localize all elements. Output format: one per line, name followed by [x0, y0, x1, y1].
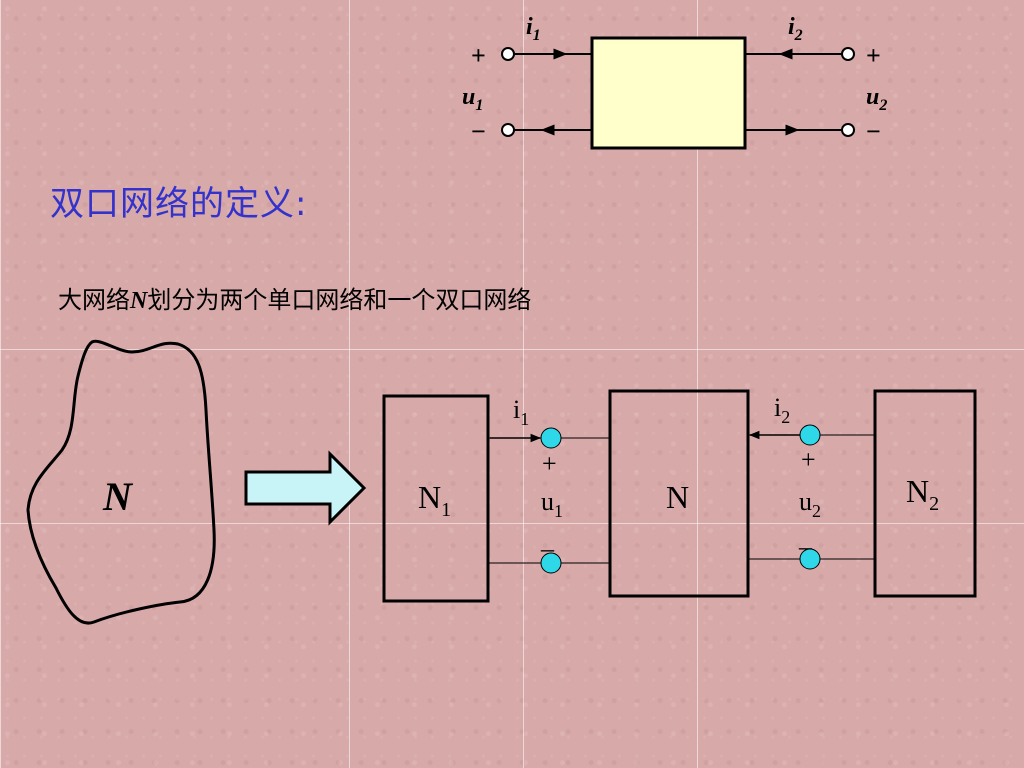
grid-line: [349, 0, 350, 768]
grid-line: [0, 349, 1024, 350]
label-u2: u2: [799, 487, 821, 521]
terminal-right-bottom: [799, 548, 821, 570]
two-port-box: [590, 36, 747, 150]
terminal-right-top: [799, 424, 821, 446]
top-two-port-diagram: i1 i2 u1 u2 + − + −: [462, 14, 887, 150]
label-u1: u1: [541, 487, 563, 521]
minus-port1: −: [471, 117, 486, 146]
box-n2: [873, 389, 977, 598]
grid-line: [523, 0, 524, 768]
label-i2: i2: [774, 393, 790, 427]
terminal-left-top: [540, 427, 562, 449]
slide-subtitle: 大网络N划分为两个单口网络和一个双口网络: [58, 280, 531, 315]
label-i1: i1: [513, 395, 529, 429]
plus-left: +: [542, 449, 557, 478]
box-n-center: [608, 389, 750, 598]
label-i2: i2: [788, 14, 803, 44]
subtitle-suffix: 划分为两个单口网络和一个双口网络: [147, 286, 532, 314]
grid-line: [0, 0, 1, 768]
label-n1: N1: [418, 479, 451, 521]
terminal-left-bottom: [540, 552, 562, 574]
terminal-port1-bottom: [501, 123, 515, 137]
grid-line: [0, 523, 1024, 524]
minus-right: _: [798, 523, 813, 552]
terminal-port2-top: [841, 47, 855, 61]
terminal-port2-bottom: [841, 123, 855, 137]
plus-port2: +: [866, 41, 881, 70]
label-i1: i1: [526, 14, 541, 44]
label-n-center: N: [666, 479, 689, 515]
label-u2: u2: [866, 84, 887, 114]
minus-port2: −: [866, 117, 881, 146]
slide-heading: 双口网络的定义:: [50, 184, 308, 224]
label-n2: N2: [906, 473, 939, 515]
terminal-port1-top: [501, 47, 515, 61]
decompose-arrow-icon: [244, 450, 367, 526]
box-n1: [382, 394, 490, 603]
grid-line: [697, 0, 698, 768]
subtitle-prefix: 大网络: [58, 286, 130, 314]
plus-right: +: [801, 445, 816, 474]
bottom-decomposition-diagram: N N1 N N2 i1 i2 + u1 _ + u2 _: [26, 339, 977, 625]
big-network-label: N: [102, 474, 134, 519]
label-u1: u1: [462, 84, 483, 114]
big-network-blob: [26, 339, 216, 625]
subtitle-network-symbol: N: [130, 288, 148, 314]
plus-port1: +: [471, 41, 486, 70]
minus-left: _: [540, 525, 555, 554]
